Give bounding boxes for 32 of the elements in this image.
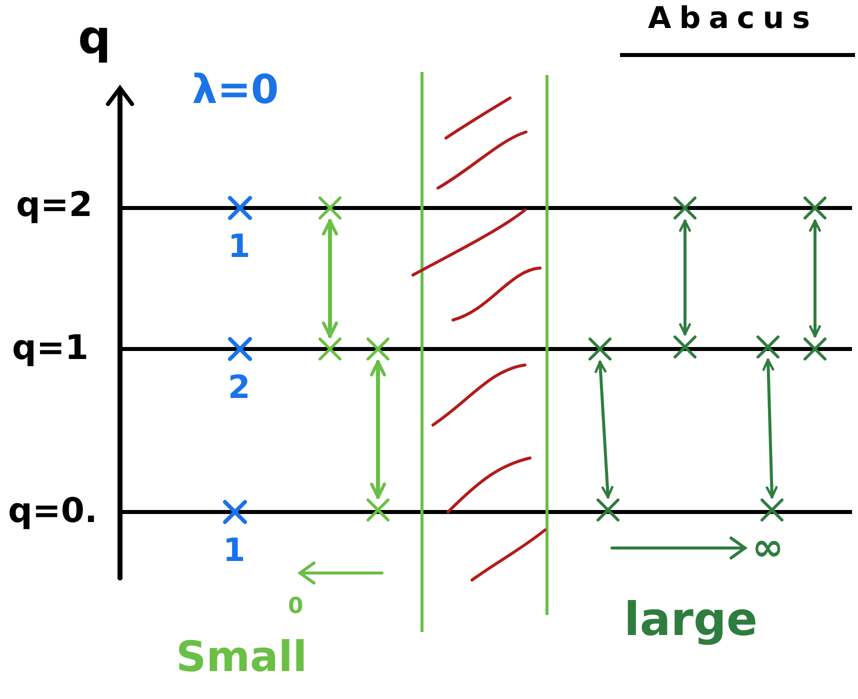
row-label: q=2: [16, 188, 92, 222]
cross-mark: [365, 497, 391, 523]
double-arrow: [594, 360, 614, 498]
cross-mark: [759, 497, 785, 523]
cross-mark: [365, 336, 391, 362]
count-number: 1: [228, 230, 250, 262]
parameter-label: λ=0: [192, 70, 279, 110]
regime-label: Small: [176, 636, 308, 678]
double-arrow: [322, 219, 338, 338]
limit-label: 0: [288, 596, 304, 618]
cross-mark: [587, 336, 613, 362]
count-number: 1: [223, 534, 246, 566]
cross-mark: [672, 334, 698, 360]
cross-mark: [672, 195, 698, 221]
cross-mark: [802, 336, 828, 362]
cross-mark: [802, 195, 828, 221]
cross-mark: [317, 336, 343, 362]
row-label: q=0.: [8, 494, 98, 528]
count-number: 2: [228, 371, 250, 403]
cross-mark: [227, 336, 253, 362]
limit-label: ∞: [752, 528, 784, 566]
cross-mark: [755, 334, 781, 360]
double-arrow: [679, 220, 691, 336]
cross-mark: [595, 497, 621, 523]
title: Abacus: [648, 4, 818, 34]
double-arrow: [809, 220, 821, 338]
double-arrow: [370, 360, 386, 499]
cross-mark: [222, 499, 248, 525]
cross-mark: [227, 195, 253, 221]
row-label: q=1: [12, 331, 88, 365]
cross-mark: [317, 195, 343, 221]
double-arrow: [762, 358, 778, 498]
